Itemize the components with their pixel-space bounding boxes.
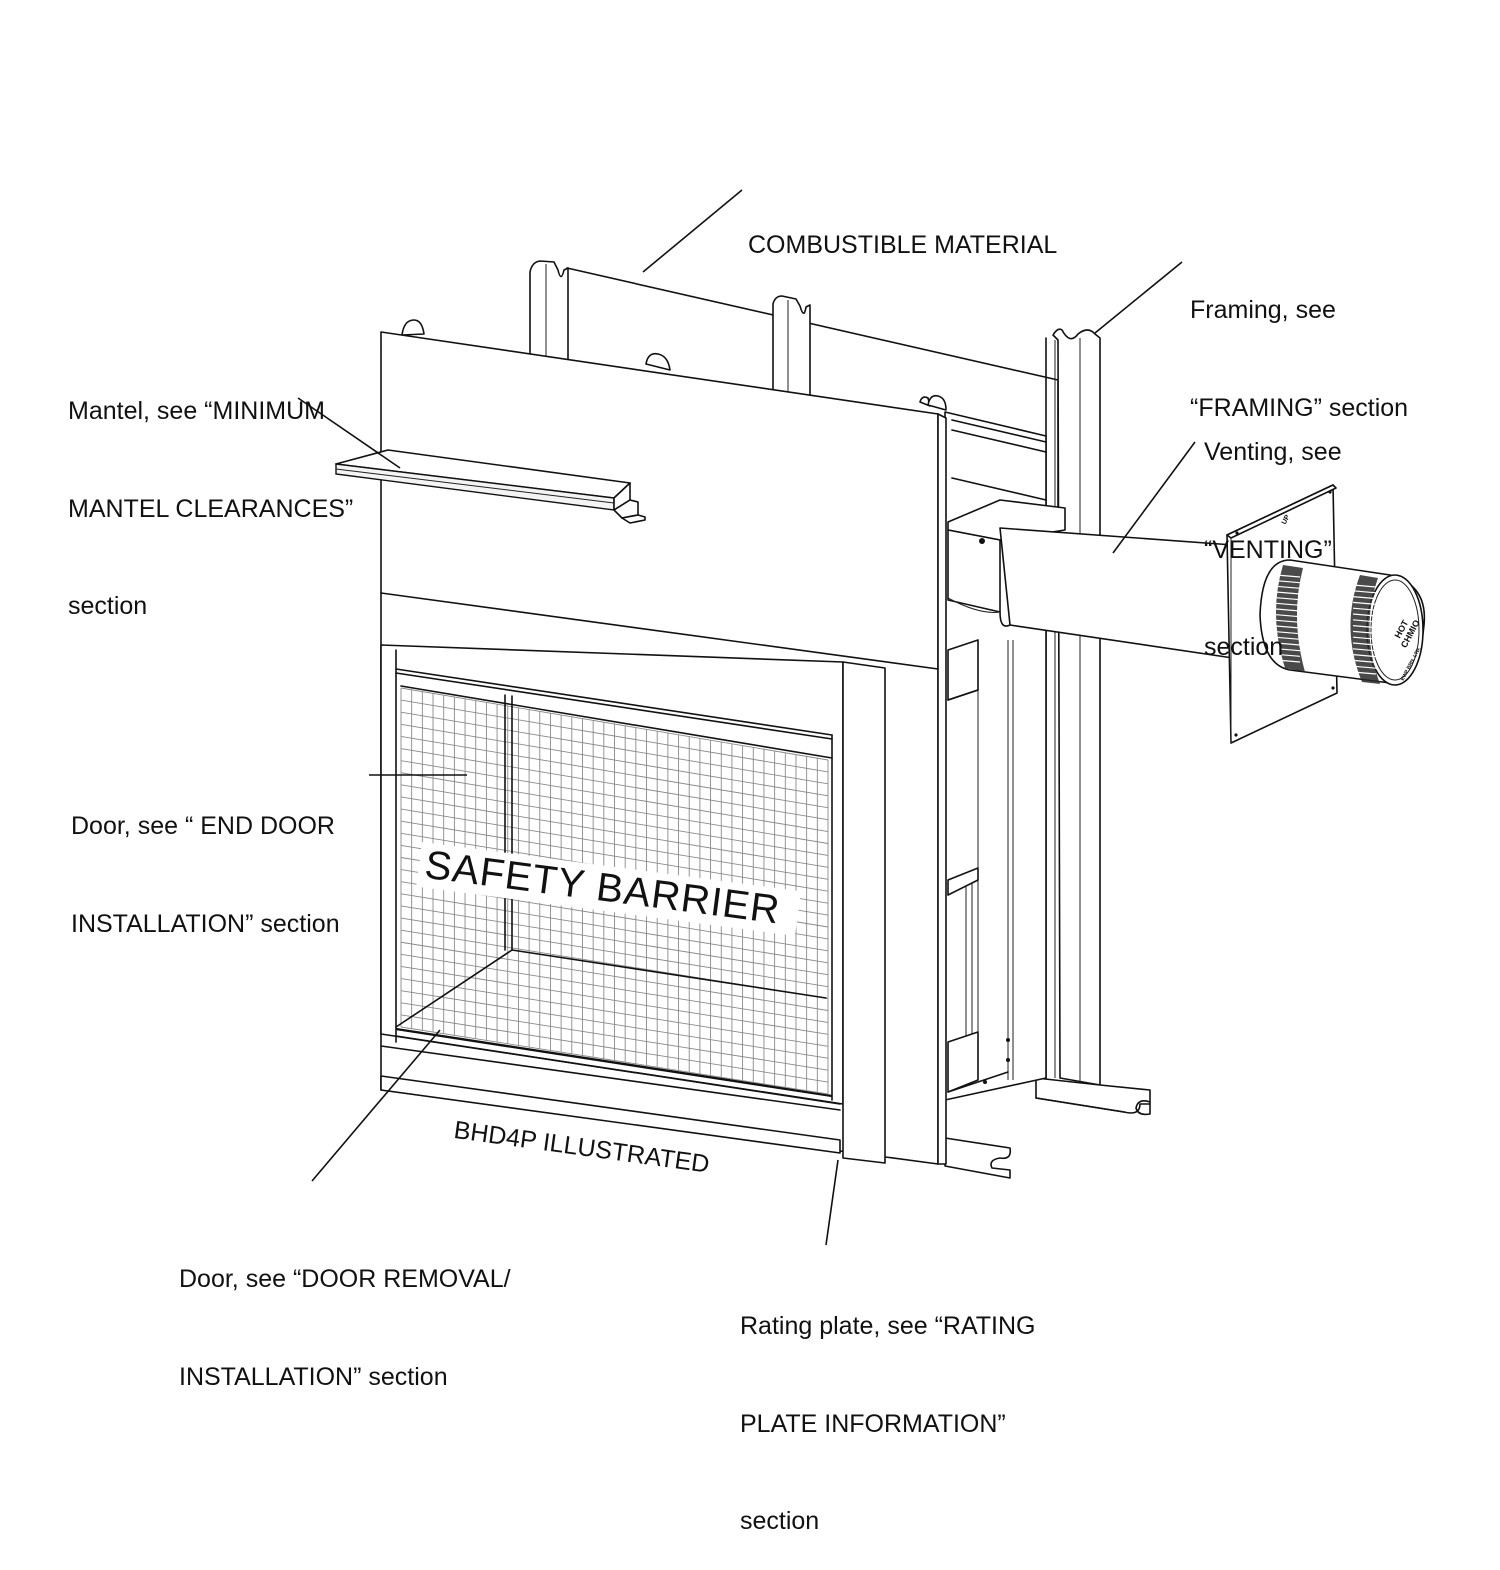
vent-louver-right: [1352, 607, 1377, 611]
vent-louver-left: [1275, 625, 1301, 629]
callout-line: “VENTING”: [1204, 535, 1332, 564]
mesh-wire-horizontal: [400, 820, 829, 892]
leader-venting: [1112, 441, 1196, 554]
mesh-wire-horizontal: [400, 808, 829, 880]
vent-louver-left: [1275, 591, 1301, 595]
mesh-wire-horizontal: [400, 735, 829, 809]
callout-line: Framing, see: [1190, 296, 1336, 324]
vent-louver-left: [1275, 659, 1301, 663]
mesh-wire-horizontal: [400, 796, 829, 868]
vent-louver-right: [1352, 642, 1377, 646]
callout-line: Venting, see: [1204, 438, 1342, 466]
vent-louver-left: [1275, 597, 1301, 601]
callout-line: Mantel, see “MINIMUM: [68, 397, 325, 425]
firebox-interior: [395, 694, 827, 1028]
mesh-wire-horizontal: [400, 772, 829, 844]
callout-mantel: Mantel, see “MINIMUM MANTEL CLEARANCES” …: [68, 330, 353, 655]
vent-louver-left: [1275, 631, 1301, 635]
vent-louver-right: [1352, 590, 1377, 594]
vent-louver-right: [1352, 636, 1377, 640]
leader-door-removal: [311, 1029, 441, 1182]
callout-line: “FRAMING” section: [1190, 393, 1409, 422]
vent-louver-left: [1275, 653, 1301, 657]
callout-line: INSTALLATION” section: [71, 909, 340, 938]
mesh-wire-horizontal: [400, 784, 829, 856]
callout-framing: Framing, see “FRAMING” section: [1190, 229, 1408, 457]
mesh-wire-horizontal: [400, 723, 829, 797]
callout-rating-plate: Rating plate, see “RATING PLATE INFORMAT…: [740, 1245, 1035, 1570]
callout-line: Door, see “DOOR REMOVAL/: [179, 1265, 511, 1293]
mesh-wire-horizontal: [400, 990, 829, 1059]
vent-cap: [1259, 559, 1426, 686]
vent-louver-right: [1352, 613, 1377, 617]
leader-combustible: [642, 189, 743, 273]
mesh-wire-horizontal: [400, 687, 829, 761]
leader-mantel: [297, 397, 401, 469]
mesh-wire-horizontal: [400, 1026, 829, 1095]
callout-line: Door, see “ END DOOR: [71, 812, 335, 840]
callout-line: INSTALLATION” section: [179, 1362, 448, 1391]
vent-louver-left: [1275, 602, 1301, 606]
vent-louver-left: [1275, 585, 1301, 589]
mantel-shelf: [335, 449, 646, 524]
vent-louver-right: [1352, 648, 1377, 652]
vent-louver-right: [1352, 671, 1377, 675]
callout-line: COMBUSTIBLE MATERIAL: [748, 231, 1058, 259]
vent-louver-right: [1352, 630, 1377, 634]
vent-louver-right: [1352, 654, 1377, 658]
leader-framing: [1094, 261, 1183, 334]
callout-combustible-material: COMBUSTIBLE MATERIAL: [748, 164, 1057, 294]
callout-door-removal: Door, see “DOOR REMOVAL/ INSTALLATION” s…: [179, 1198, 511, 1426]
callout-line: PLATE INFORMATION”: [740, 1409, 1006, 1438]
vent-louver-right: [1352, 665, 1377, 669]
mesh-wire-horizontal: [400, 699, 829, 773]
vent-louver-left: [1275, 614, 1301, 618]
callout-line: section: [740, 1507, 820, 1535]
vent-louver-left: [1275, 608, 1301, 612]
mesh-wire-horizontal: [400, 917, 829, 988]
mesh-wire-horizontal: [400, 711, 829, 785]
vent-louver-right: [1352, 584, 1377, 588]
leader-lines: [297, 189, 1196, 1246]
vent-louver-left: [1275, 619, 1301, 623]
vent-louver-right: [1352, 659, 1377, 663]
mesh-wire-horizontal: [400, 1014, 829, 1083]
vent-louver-left: [1275, 580, 1301, 584]
callout-end-door: Door, see “ END DOOR INSTALLATION” secti…: [71, 745, 340, 973]
vent-louver-left: [1275, 636, 1301, 640]
mesh-wire-horizontal: [400, 978, 829, 1047]
mesh-wire-horizontal: [400, 760, 829, 833]
callout-venting: Venting, see “VENTING” section: [1204, 371, 1342, 696]
vent-louver-right: [1352, 601, 1377, 605]
mesh-wire-horizontal: [400, 905, 829, 976]
callout-line: Rating plate, see “RATING: [740, 1312, 1036, 1340]
vent-louver-right: [1352, 619, 1377, 623]
vent-louver-left: [1275, 574, 1301, 578]
mesh-wire-horizontal: [400, 1002, 829, 1071]
mesh-wire-horizontal: [400, 748, 829, 821]
mesh-wire-horizontal: [400, 893, 829, 964]
leader-rating-plate: [825, 1159, 839, 1246]
mesh-wire-horizontal: [400, 966, 829, 1035]
mesh-wire-horizontal: [400, 953, 829, 1023]
callout-line: section: [1204, 633, 1284, 661]
vent-louver-right: [1352, 625, 1377, 629]
mesh-wire-horizontal: [400, 941, 829, 1011]
vent-louver-left: [1275, 642, 1301, 646]
vent-louver-right: [1352, 596, 1377, 600]
vent-louver-left: [1275, 648, 1301, 652]
callout-line: section: [68, 592, 148, 620]
fireplace-side-housing: [944, 411, 1066, 1179]
callout-line: MANTEL CLEARANCES”: [68, 494, 354, 523]
